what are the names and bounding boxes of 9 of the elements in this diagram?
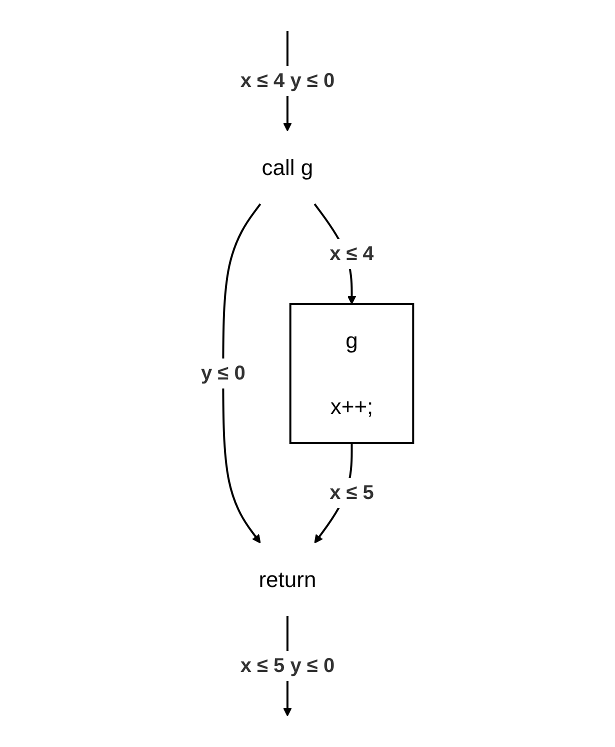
edge-label: y ≤ 0: [201, 358, 246, 388]
edge-label: x ≤ 4 y ≤ 0: [240, 66, 335, 96]
arrow: [222, 203, 262, 544]
edge-label: x ≤ 4: [330, 239, 374, 269]
statement-text: return: [259, 567, 317, 592]
statement-text: call g: [262, 155, 314, 180]
edge-label: x ≤ 5: [330, 478, 374, 508]
function-box: g x++;: [290, 303, 415, 444]
edge-label: x ≤ 5 y ≤ 0: [240, 651, 335, 681]
